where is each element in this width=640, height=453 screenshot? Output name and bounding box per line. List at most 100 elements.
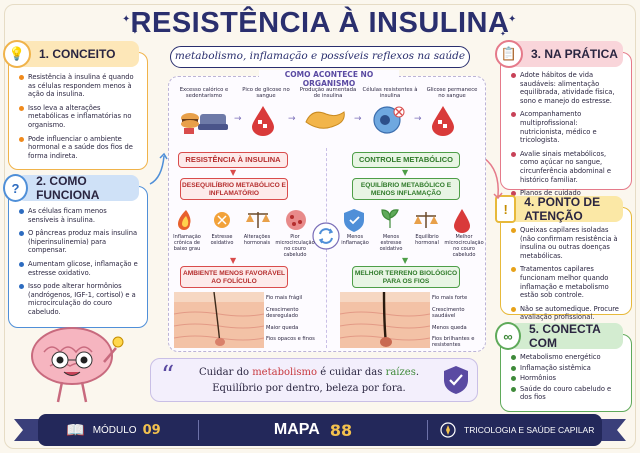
list-item: Não se automedique. Procure avaliação pr…: [511, 305, 623, 322]
concept-box: 💡 1. CONCEITO Resistência à insulina é q…: [3, 40, 148, 170]
skin-label: Fio mais forte: [432, 295, 468, 301]
effect-label: Alterações hormonais: [243, 234, 271, 246]
link-icon: ∞: [495, 322, 521, 350]
quote-part: é cuidar das: [317, 367, 386, 378]
list-item: Isso pode alterar hormônios (andrógenos,…: [19, 282, 139, 316]
quote-box: “ Cuidar do metabolismo é cuidar das raí…: [150, 358, 478, 402]
skin-label: Fio mais frágil: [266, 295, 303, 301]
connector-arrow: [149, 152, 168, 185]
list-item: Acompanhamento multiprofissional: nutric…: [511, 110, 623, 144]
effect-label: Estresse oxidativo: [210, 234, 234, 246]
connect-title: 5. CONECTA COM: [528, 322, 601, 350]
flow-step-label: Produção aumentada de insulina: [299, 87, 357, 100]
brain-mascot-icon: [31, 327, 124, 403]
sparkle-icon: ✦: [508, 14, 517, 25]
list-item: Queixas capilares isoladas (não confirma…: [511, 226, 623, 260]
blood-drop-icon: [432, 106, 454, 136]
quote-highlight: metabolismo: [252, 367, 318, 378]
less-favorable-box: AMBIENTE MENOS FAVORÁVEL AO FOLÍCULO: [180, 266, 288, 288]
connect-box: ∞ 5. CONECTA COM Metabolismo energético …: [495, 322, 632, 412]
list-item: Resistência à insulina é quando as célul…: [19, 73, 139, 99]
balance-box: EQUILÍBRIO METABÓLICO E MENOS INFLAMAÇÃO: [352, 178, 460, 200]
cycle-icon: [312, 222, 340, 250]
concept-list: Resistência à insulina é quando as célul…: [19, 73, 139, 165]
down-arrow-icon: ▼: [402, 256, 409, 265]
sparkle-icon: ✦: [132, 28, 138, 36]
skin-label: Menos queda: [432, 325, 467, 331]
compass-icon: [440, 422, 456, 438]
organism-flow: Excesso calórico e sedentarismo Pico de …: [175, 87, 481, 109]
skin-label: Crescimento saudável: [432, 307, 465, 320]
list-item: Isso leva a alterações metabólicas e inf…: [19, 104, 139, 130]
flow-arrow: →: [414, 114, 422, 124]
right-effects-icons: [344, 209, 470, 233]
list-item: Inflamação sistêmica: [511, 364, 623, 373]
connector-arrow: [483, 157, 503, 200]
fast-food-sofa-icon: [181, 113, 228, 134]
pancreas-icon: [305, 111, 345, 129]
effect-label: Pior microcirculação no couro cabeludo: [275, 234, 315, 258]
practice-header: 📋 3. NA PRÁTICA: [495, 40, 623, 68]
concept-header: 💡 1. CONCEITO: [3, 40, 139, 68]
resistant-cell-icon: [373, 106, 405, 134]
blood-drop-icon: [252, 106, 274, 136]
metabolic-control-header: CONTROLE METABÓLICO: [352, 152, 460, 168]
imbalance-box: DESEQUILÍBRIO METABÓLICO E INFLAMATÓRIO: [180, 178, 288, 200]
skin-label: Crescimento desregulado: [266, 307, 299, 320]
unhealthy-follicle-illustration: [174, 292, 264, 348]
better-terrain-box: MELHOR TERRENO BIOLÓGICO PARA OS FIOS: [352, 266, 460, 288]
down-arrow-icon: ▼: [230, 256, 237, 265]
list-item: Hormônios: [511, 374, 623, 383]
footer-bar: 📖 MÓDULO 09 MAPA 88 TRICOLOGIA E SAÚDE C…: [38, 414, 602, 446]
list-item: Metabolismo energético: [511, 353, 623, 362]
quote-line-2: Equilíbrio por dentro, beleza por fora.: [212, 383, 406, 394]
organism-title: COMO ACONTECE NO ORGANISMO: [259, 70, 399, 88]
how-list: As células ficam menos sensíveis à insul…: [19, 207, 139, 322]
footer-map: MAPA 88: [199, 421, 427, 440]
down-arrow-icon: ▼: [230, 168, 237, 177]
insulin-resistance-header: RESISTÊNCIA À INSULINA: [178, 152, 288, 168]
effect-label: Equilíbrio hormonal: [415, 234, 439, 246]
footer-module: 📖 MÓDULO 09: [38, 421, 198, 439]
footer-course: TRICOLOGIA E SAÚDE CAPILAR: [428, 422, 594, 438]
flow-arrow: →: [234, 114, 242, 124]
list-item: Avalie sinais metabólicos, como açúcar n…: [511, 150, 623, 184]
module-number: 09: [142, 422, 161, 438]
flow-step-label: Pico de glicose no sangue: [242, 87, 290, 100]
module-label: MÓDULO: [92, 424, 137, 436]
how-it-works-box: ? 2. COMO FUNCIONA As células ficam meno…: [3, 174, 148, 328]
quote-mark-icon: “: [161, 361, 175, 391]
shield-check-icon: [444, 366, 468, 394]
list-item: O pâncreas produz mais insulina (hiperin…: [19, 229, 139, 255]
flow-step-label: Excesso calórico e sedentarismo: [179, 87, 229, 100]
flow-step-label: Glicose permanece no sangue: [426, 87, 478, 100]
effect-label: Menos inflamação: [341, 234, 369, 246]
how-title: 2. COMO FUNCIONA: [36, 174, 100, 202]
list-item: As células ficam menos sensíveis à insul…: [19, 207, 139, 224]
attention-title: 4. PONTO DE ATENÇÃO: [524, 195, 601, 223]
concept-title: 1. CONCEITO: [39, 47, 116, 61]
flow-arrow: →: [354, 114, 362, 124]
effect-label: Melhor microcirculação no couro cabeludo: [444, 234, 484, 258]
connect-header: ∞ 5. CONECTA COM: [495, 322, 623, 350]
skin-label: Fios opacos e finos: [266, 336, 315, 342]
list-item: Tratamentos capilares funcionam melhor q…: [511, 265, 623, 299]
clipboard-icon: 📋: [495, 40, 523, 68]
down-arrow-icon: ▼: [402, 168, 409, 177]
footer-divider: [427, 420, 428, 440]
question-icon: ?: [3, 174, 29, 202]
healthy-follicle-illustration: [340, 292, 430, 348]
lightbulb-icon: 💡: [3, 40, 31, 68]
warning-icon: !: [495, 195, 517, 223]
attention-header: ! 4. PONTO DE ATENÇÃO: [495, 195, 623, 223]
map-number: 88: [329, 420, 353, 440]
quote-text: Cuidar do metabolismo é cuidar das raíze…: [189, 365, 429, 397]
practice-title: 3. NA PRÁTICA: [531, 47, 618, 61]
effect-label: Inflamação crônica de baixo grau: [173, 234, 201, 252]
quote-part: .: [415, 367, 420, 378]
list-item: Adote hábitos de vida saudáveis: aliment…: [511, 71, 623, 105]
footer-ribbon-left: [14, 419, 44, 441]
left-effects-icons: [178, 210, 306, 230]
course-label: TRICOLOGIA E SAÚDE CAPILAR: [464, 425, 595, 435]
flow-arrow: →: [288, 114, 296, 124]
